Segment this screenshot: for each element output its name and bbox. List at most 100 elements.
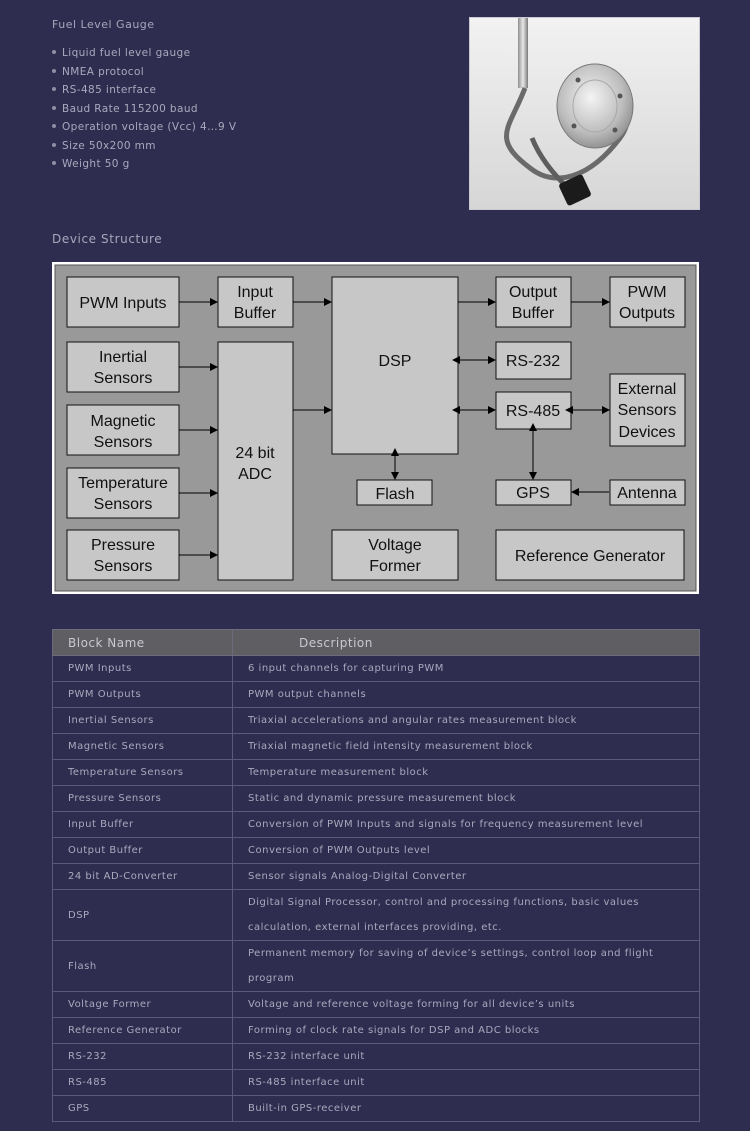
description-cell: Sensor signals Analog-Digital Converter	[232, 863, 700, 890]
block-name-cell: PWM Outputs	[52, 681, 233, 708]
block-label: Antenna	[617, 485, 677, 502]
block-label: Devices	[619, 424, 676, 441]
block-label: External	[618, 381, 677, 398]
block-name-cell: PWM Inputs	[52, 655, 233, 682]
block-label: RS-232	[506, 353, 560, 370]
block-name-cell: Inertial Sensors	[52, 707, 233, 734]
block-adc: 24 bit ADC	[217, 341, 294, 581]
block-name-cell: 24 bit AD-Converter	[52, 863, 233, 890]
feature-text: Operation voltage (Vcc) 4…9 V	[62, 121, 237, 133]
block-diagram: PWM Inputs Inertial Sensors Magnetic Sen…	[52, 262, 699, 594]
block-label: Magnetic	[91, 413, 156, 430]
block-label: Sensors	[94, 370, 153, 387]
block-name-cell: Voltage Former	[52, 991, 233, 1018]
feature-text: Liquid fuel level gauge	[62, 47, 191, 59]
block-name-cell: Reference Generator	[52, 1017, 233, 1044]
block-dsp: DSP	[331, 276, 459, 455]
feature-item: Baud Rate 115200 baud	[52, 100, 236, 119]
section-title: Device Structure	[52, 232, 163, 246]
block-label: DSP	[379, 353, 412, 370]
bullet-icon	[52, 68, 56, 73]
block-label: Sensors	[94, 558, 153, 575]
block-gps: GPS	[495, 479, 572, 506]
block-label: Sensors	[618, 402, 677, 419]
block-label: Pressure	[91, 537, 155, 554]
bullet-icon	[52, 161, 56, 165]
column-header-description: Description	[232, 629, 700, 656]
feature-text: Size 50x200 mm	[62, 139, 156, 152]
block-pwm-inputs: PWM Inputs	[66, 276, 180, 328]
product-photo[interactable]	[469, 17, 700, 210]
block-rs232: RS-232	[495, 341, 572, 380]
block-name-cell: Flash	[52, 940, 233, 992]
block-label: Buffer	[512, 305, 555, 322]
block-label: PWM	[627, 284, 666, 301]
block-magnetic-sensors: Magnetic Sensors	[66, 404, 180, 456]
description-cell: RS-232 interface unit	[232, 1043, 700, 1070]
feature-item: Operation voltage (Vcc) 4…9 V	[52, 118, 236, 137]
block-rs485: RS-485	[495, 391, 572, 430]
description-cell: 6 input channels for capturing PWM	[232, 655, 700, 682]
bullet-icon	[52, 142, 56, 147]
description-cell: Triaxial magnetic field intensity measur…	[232, 733, 700, 760]
block-label: Buffer	[234, 305, 277, 322]
block-label: Input	[237, 284, 273, 301]
block-label: GPS	[516, 485, 550, 502]
bullet-icon	[52, 105, 56, 110]
block-voltage-former: Voltage Former	[331, 529, 459, 581]
block-label: Former	[369, 558, 421, 575]
block-label: 24 bit	[235, 445, 275, 462]
feature-list: Liquid fuel level gauge NMEA protocol RS…	[52, 44, 236, 174]
block-inertial-sensors: Inertial Sensors	[66, 341, 180, 393]
product-title: Fuel Level Gauge	[52, 18, 155, 31]
block-label: Voltage	[368, 537, 421, 554]
block-name-cell: GPS	[52, 1095, 233, 1122]
description-cell: Static and dynamic pressure measurement …	[232, 785, 700, 812]
block-temperature-sensors: Temperature Sensors	[66, 467, 180, 519]
bullet-icon	[52, 50, 56, 54]
description-cell: Digital Signal Processor, control and pr…	[232, 889, 700, 941]
block-external-sensors-devices: External Sensors Devices	[609, 373, 686, 447]
block-label: ADC	[238, 466, 272, 483]
feature-item: NMEA protocol	[52, 63, 236, 82]
block-input-buffer: Input Buffer	[217, 276, 294, 328]
description-cell: RS-485 interface unit	[232, 1069, 700, 1096]
bullet-icon	[52, 124, 56, 128]
description-cell: Forming of clock rate signals for DSP an…	[232, 1017, 700, 1044]
block-label: Temperature	[78, 475, 168, 492]
block-name-cell: Temperature Sensors	[52, 759, 233, 786]
feature-item: Size 50x200 mm	[52, 137, 236, 156]
block-name-cell: RS-485	[52, 1069, 233, 1096]
diagram-connectors	[179, 298, 610, 559]
block-name-cell: Magnetic Sensors	[52, 733, 233, 760]
feature-text: Weight 50 g	[62, 158, 130, 170]
block-label: Reference Generator	[515, 548, 666, 565]
block-label: Sensors	[94, 496, 153, 513]
description-cell: Triaxial accelerations and angular rates…	[232, 707, 700, 734]
block-name-cell: Output Buffer	[52, 837, 233, 864]
feature-item: Liquid fuel level gauge	[52, 44, 236, 63]
feature-text: RS-485 interface	[62, 84, 157, 96]
block-pressure-sensors: Pressure Sensors	[66, 529, 180, 581]
block-name-cell: Pressure Sensors	[52, 785, 233, 812]
block-label: Outputs	[619, 305, 675, 322]
block-label: Inertial	[99, 349, 147, 366]
description-cell: Temperature measurement block	[232, 759, 700, 786]
block-label: Flash	[375, 486, 414, 503]
block-label: PWM Inputs	[79, 295, 166, 312]
description-cell: Conversion of PWM Inputs and signals for…	[232, 811, 700, 838]
